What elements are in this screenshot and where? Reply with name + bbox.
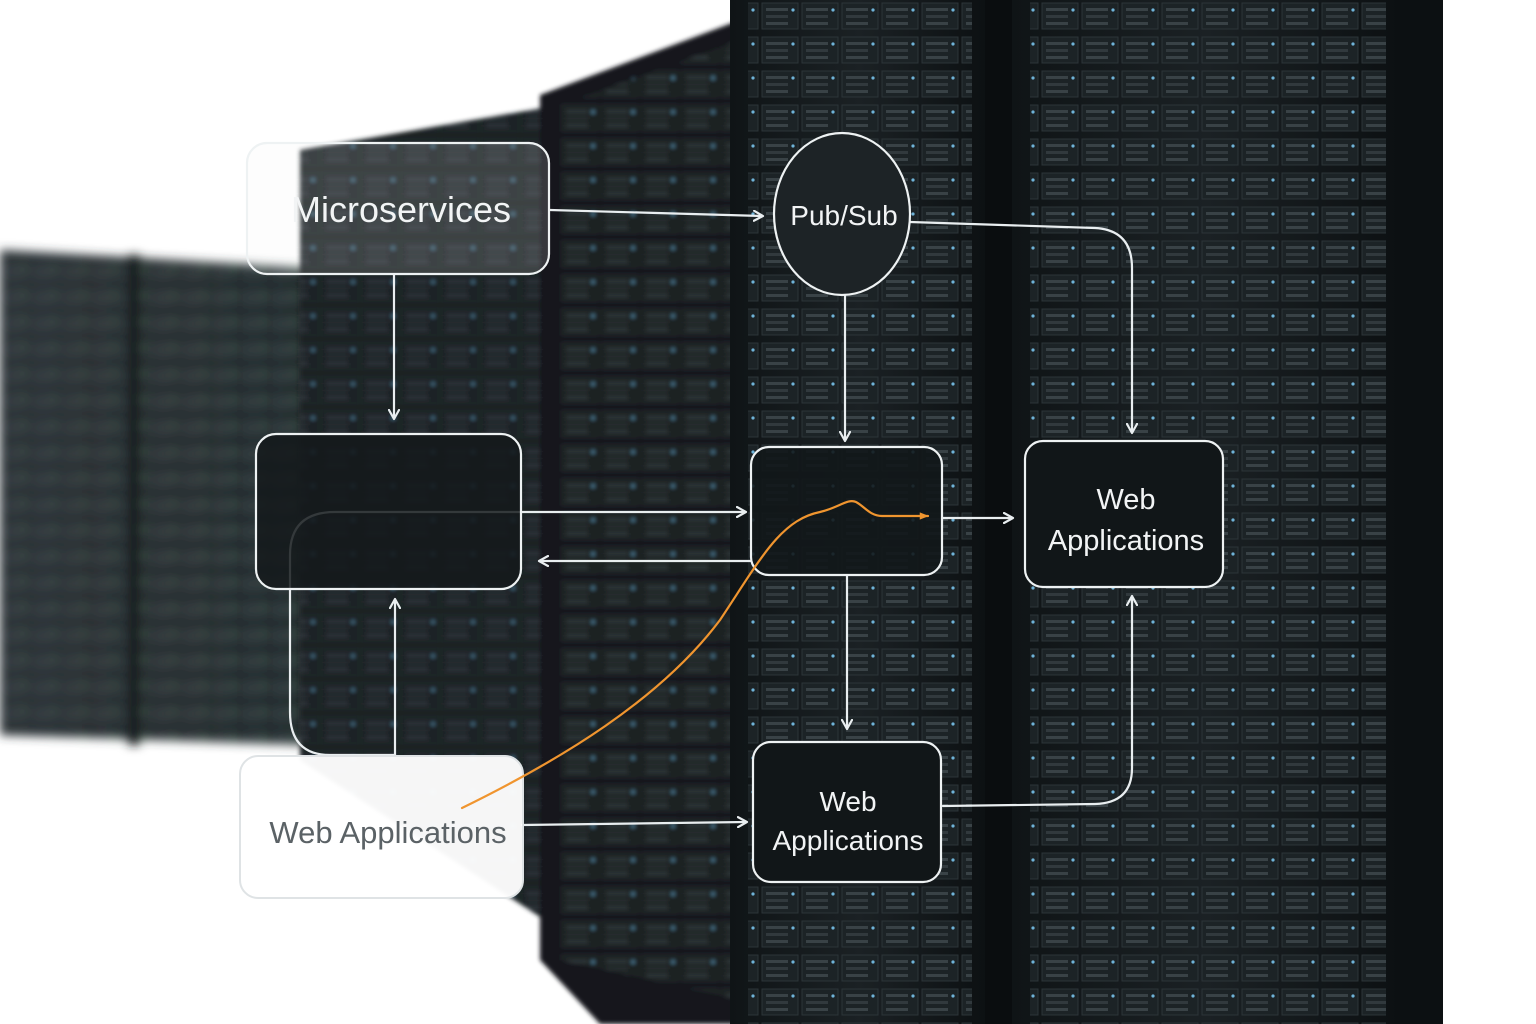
node-pubsub: Pub/Sub (772, 131, 912, 297)
far-server-racks (0, 250, 310, 745)
node-center-box (749, 445, 944, 577)
highlight-flow-curve (460, 500, 930, 810)
edge-web-apps-left-to-web-apps-center (520, 822, 746, 825)
edge-web-apps-center-to-web-apps-right (941, 597, 1132, 808)
edge-pubsub-to-web-apps-right (908, 220, 1132, 432)
diagram-edges (288, 208, 1132, 825)
web-apps-bottom-center-label-line2: Applications (773, 825, 924, 856)
node-left-box (254, 432, 523, 591)
web-apps-right-label-line1: Web (1096, 484, 1155, 516)
node-microservices: Microservices (245, 141, 551, 276)
microservices-label: Microservices (291, 189, 511, 230)
web-apps-bottom-center-label-line1: Web (819, 786, 876, 817)
node-web-apps-right: Web Applications (1023, 439, 1225, 589)
pubsub-label: Pub/Sub (790, 200, 897, 231)
edge-microservices-to-pubsub (548, 208, 762, 216)
web-apps-right-label-line2: Applications (1048, 525, 1204, 557)
node-web-apps-bottom-left: Web Applications (239, 755, 524, 899)
web-apps-bottom-left-label: Web Applications (269, 815, 506, 850)
node-web-apps-bottom-center: Web Applications (751, 740, 943, 884)
